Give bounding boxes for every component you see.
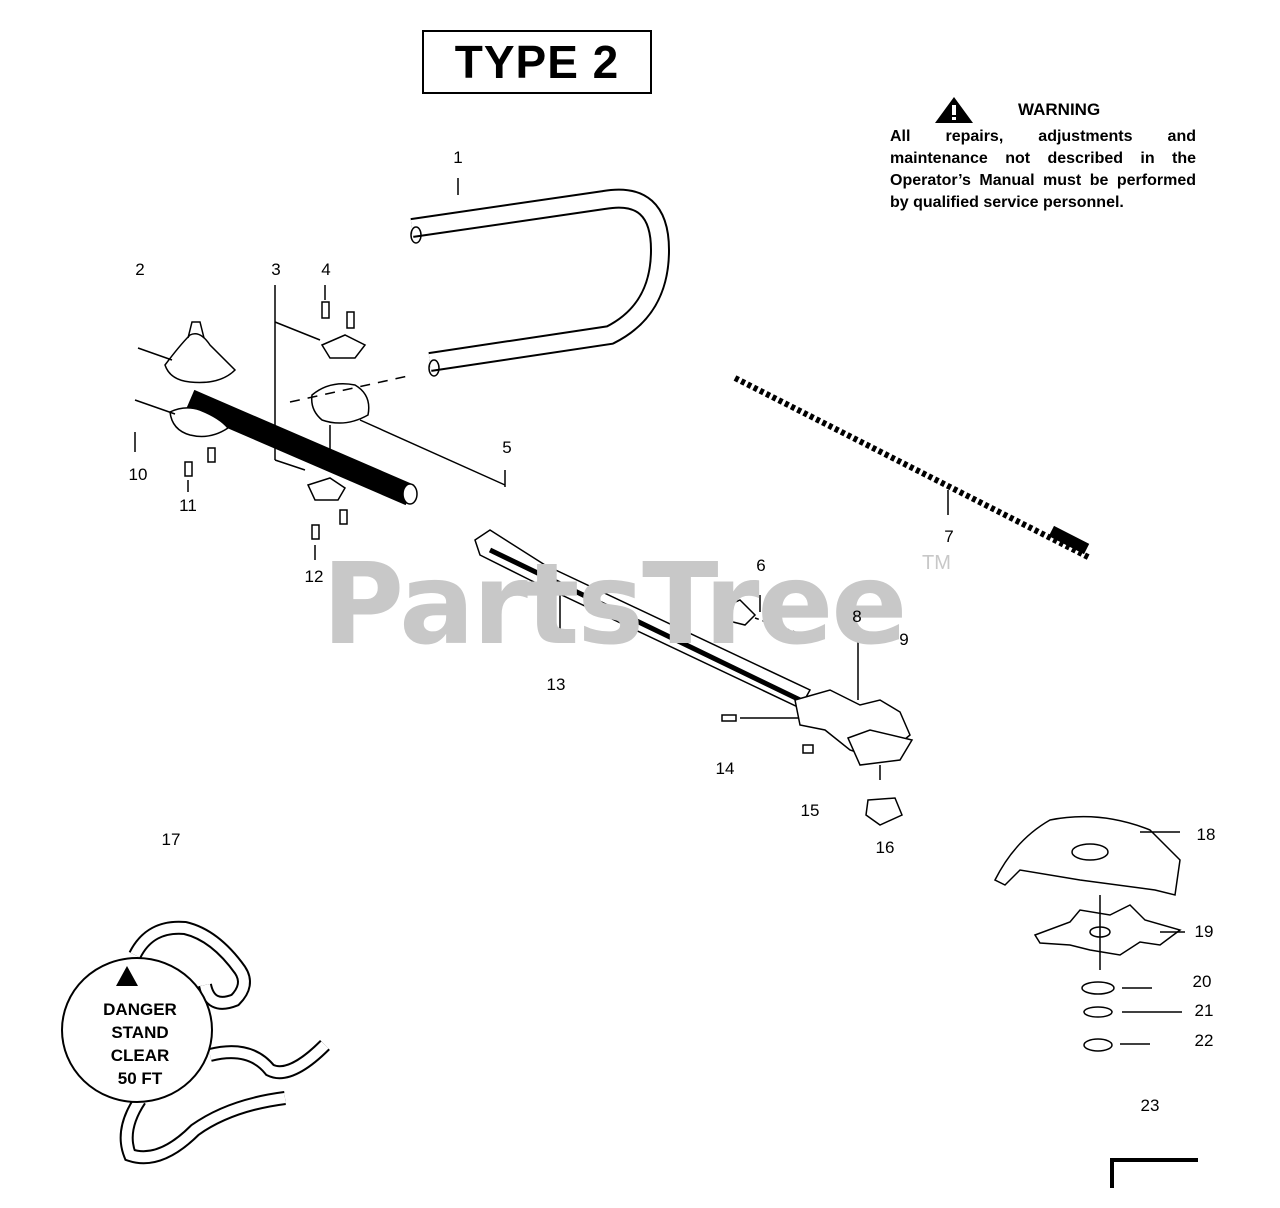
warning-text: All repairs, adjustments and maintenance… bbox=[890, 128, 1196, 211]
danger-line-4: 50 FT bbox=[117, 1069, 163, 1088]
part-number-20: 20 bbox=[1192, 972, 1212, 991]
handle-tube-part bbox=[185, 389, 418, 506]
part-number-15: 15 bbox=[800, 801, 820, 820]
part-number-12: 12 bbox=[304, 567, 324, 586]
drive-shaft-part bbox=[733, 375, 1092, 561]
part-number-4: 4 bbox=[321, 260, 331, 279]
warning-notice: WARNING All repairs, adjustments and mai… bbox=[890, 96, 1196, 214]
danger-line-1: DANGER bbox=[103, 1000, 177, 1019]
part-number-5: 5 bbox=[502, 438, 512, 457]
part-number-16: 16 bbox=[875, 838, 895, 857]
part-number-8: 8 bbox=[852, 607, 862, 626]
part-number-13: 13 bbox=[546, 675, 566, 694]
part-number-23: 23 bbox=[1140, 1096, 1160, 1115]
watermark-text: PartsTree bbox=[322, 540, 907, 670]
part-number-17: 17 bbox=[161, 830, 181, 849]
part-number-3: 3 bbox=[271, 260, 281, 279]
part-number-11: 11 bbox=[179, 496, 197, 515]
part-number-1: 1 bbox=[453, 148, 463, 167]
diagram-title: TYPE 2 bbox=[422, 30, 652, 94]
bracket-part bbox=[134, 285, 506, 560]
warning-heading: WARNING bbox=[1018, 100, 1101, 119]
part-number-22: 22 bbox=[1194, 1031, 1214, 1050]
part-number-7: 7 bbox=[944, 527, 954, 546]
warning-triangle-icon bbox=[935, 97, 973, 123]
part-number-9: 9 bbox=[899, 630, 909, 649]
washers-part bbox=[1081, 981, 1182, 1052]
part-number-18: 18 bbox=[1196, 825, 1216, 844]
gearhead-part bbox=[721, 640, 914, 826]
danger-triangle-icon bbox=[116, 966, 138, 986]
danger-label: DANGER STAND CLEAR 50 FT bbox=[92, 998, 188, 1090]
part-number-19: 19 bbox=[1194, 922, 1214, 941]
clamp-upper-part bbox=[134, 321, 237, 438]
watermark-trademark: TM bbox=[922, 552, 951, 574]
part-number-6: 6 bbox=[756, 556, 766, 575]
danger-line-2: STAND bbox=[111, 1023, 169, 1042]
grass-shield-part bbox=[993, 815, 1181, 896]
danger-line-3: CLEAR bbox=[110, 1046, 170, 1065]
hex-wrench-part bbox=[1110, 1158, 1198, 1188]
harness-part bbox=[61, 920, 330, 1165]
part-number-2: 2 bbox=[135, 260, 145, 279]
part-number-10: 10 bbox=[128, 465, 148, 484]
part-number-14: 14 bbox=[715, 759, 735, 778]
blade-part bbox=[1033, 895, 1185, 970]
handle-bar-part bbox=[410, 178, 671, 377]
part-number-21: 21 bbox=[1194, 1001, 1214, 1020]
shield-bracket-part bbox=[721, 595, 796, 633]
